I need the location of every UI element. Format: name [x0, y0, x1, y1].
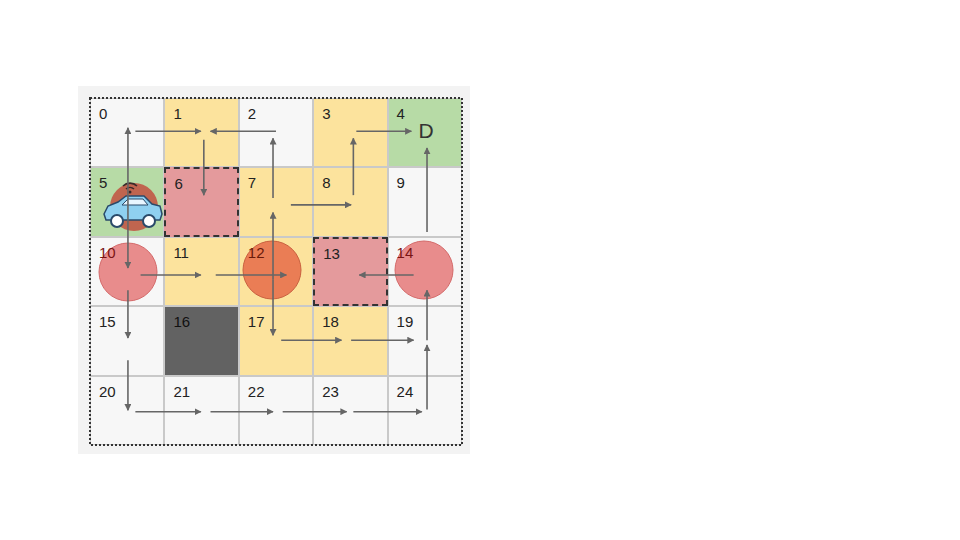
grid-cell: 6 [164, 167, 238, 236]
grid-cell: 8 [313, 167, 387, 236]
grid-cell: 2 [239, 98, 313, 167]
grid-cell: 4D [388, 98, 462, 167]
cell-number: 3 [322, 105, 330, 122]
move-arrow [135, 411, 200, 413]
grid-cell: 11 [164, 237, 238, 306]
grid-cell: 24 [388, 376, 462, 445]
cell-number: 15 [99, 313, 116, 330]
car-window [122, 199, 148, 205]
cell-number: 6 [174, 175, 182, 192]
move-arrow [353, 411, 421, 413]
cell-number: 24 [397, 383, 414, 400]
cell-number: 20 [99, 383, 116, 400]
cell-number: 10 [99, 244, 116, 261]
move-arrow [356, 131, 411, 133]
grid-cell: 7 [239, 167, 313, 236]
move-arrow [203, 140, 205, 196]
cell-number: 11 [173, 244, 189, 261]
orange-circle [243, 241, 301, 299]
move-arrow [272, 138, 274, 198]
move-arrow [426, 148, 428, 232]
red-circle [395, 241, 453, 299]
move-arrow [272, 280, 274, 336]
move-arrow [127, 202, 129, 268]
grid-cell: 13 [313, 237, 387, 306]
cell-number: 18 [322, 313, 339, 330]
car-icon [104, 183, 162, 231]
move-arrow [359, 274, 413, 276]
grid-cell: 1 [164, 98, 238, 167]
move-arrow [127, 128, 129, 202]
move-arrow [211, 131, 276, 133]
cell-number: 23 [322, 383, 339, 400]
cell-number: 13 [323, 245, 340, 262]
cell-number: 22 [248, 383, 265, 400]
cell-number: 5 [99, 174, 107, 191]
move-arrow [272, 212, 274, 279]
cell-number: 8 [322, 174, 330, 191]
grid-cell: 23 [313, 376, 387, 445]
move-arrow [351, 339, 414, 341]
panel [78, 86, 470, 454]
move-arrow [211, 411, 274, 413]
cell-number: 14 [397, 244, 414, 261]
cell-number: 21 [173, 383, 190, 400]
move-arrow [291, 204, 351, 206]
move-arrow [283, 411, 347, 413]
destination-label: D [419, 119, 434, 142]
move-arrow [426, 345, 428, 410]
grid-frame [90, 98, 462, 445]
move-arrow [135, 131, 200, 133]
grid-cell: 21 [164, 376, 238, 445]
cell-number: 4 [397, 105, 405, 122]
wifi-symbol [123, 183, 137, 189]
grid-cell: 16 [164, 306, 238, 375]
wifi-dot [129, 191, 132, 194]
cell-number: 7 [248, 174, 256, 191]
car-wheel [143, 215, 155, 227]
cell-number: 2 [248, 105, 256, 122]
cell-number: 0 [99, 105, 107, 122]
grid-cell: 9 [388, 167, 462, 236]
move-arrow [127, 360, 129, 410]
move-arrow [281, 339, 341, 341]
move-arrow [216, 274, 287, 276]
cell-number: 17 [248, 313, 265, 330]
cell-number: 12 [248, 244, 265, 261]
cell-number: 19 [397, 313, 414, 330]
cell-number: 16 [173, 313, 190, 330]
move-arrow [353, 138, 355, 195]
move-arrow [127, 290, 129, 338]
move-arrow [426, 290, 428, 340]
cell-number: 1 [173, 105, 181, 122]
grid-cell: 22 [239, 376, 313, 445]
grid-cell: 3 [313, 98, 387, 167]
move-arrow [141, 274, 201, 276]
cell-number: 9 [397, 174, 405, 191]
car-wheel [111, 215, 123, 227]
